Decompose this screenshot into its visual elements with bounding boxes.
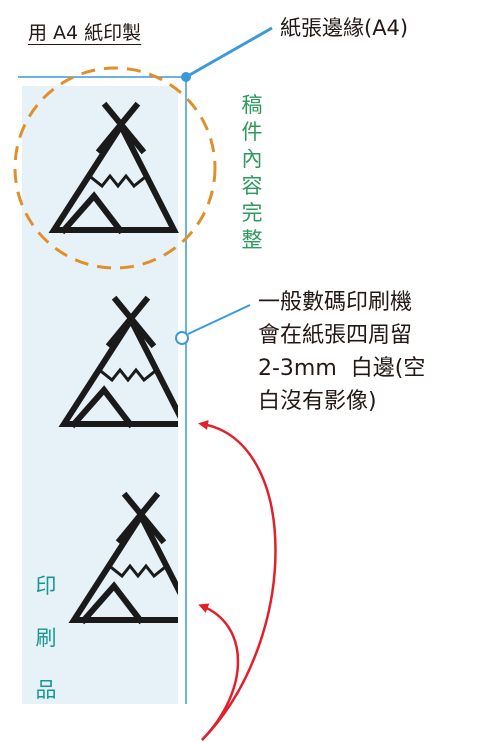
margin-leader-line bbox=[187, 304, 251, 335]
note-line: 2-3mm 白邊(空 bbox=[258, 356, 426, 381]
teepee-icon bbox=[48, 101, 179, 235]
white-margin-note: 一般數碼印刷機 會在紙張四周留 2-3mm 白邊(空 白沒有影像) bbox=[258, 286, 468, 418]
arrow-to-top-margin bbox=[198, 420, 277, 741]
teepee-icon bbox=[68, 491, 178, 625]
page-title: 用 A4 紙印製 bbox=[28, 22, 142, 44]
edge-leader-line bbox=[185, 26, 273, 79]
margin-leader-circle bbox=[175, 331, 189, 345]
printed-matter-label: 印 刷 品 bbox=[34, 560, 58, 716]
note-line: 會在紙張四周留 bbox=[258, 323, 413, 348]
content-complete-char: 內 bbox=[241, 147, 263, 171]
printed-matter-char: 品 bbox=[35, 678, 57, 702]
paper-edge-label: 紙張邊緣(A4) bbox=[280, 16, 409, 40]
content-complete-char: 稿 bbox=[241, 93, 263, 117]
note-line: 一般數碼印刷機 bbox=[258, 290, 413, 315]
content-complete-char: 容 bbox=[241, 174, 263, 198]
content-complete-char: 完 bbox=[241, 201, 263, 225]
teepee-icon bbox=[58, 295, 178, 429]
content-complete-char: 整 bbox=[241, 228, 263, 252]
dashed-circle bbox=[13, 66, 217, 270]
printed-matter-char: 印 bbox=[35, 574, 57, 598]
printed-matter-char: 刷 bbox=[35, 626, 57, 650]
content-complete-label: 稿 件 內 容 完 整 bbox=[240, 92, 264, 254]
note-line: 白沒有影像) bbox=[258, 389, 377, 414]
content-complete-char: 件 bbox=[241, 120, 263, 144]
arrow-to-bottom-margin bbox=[198, 603, 240, 741]
